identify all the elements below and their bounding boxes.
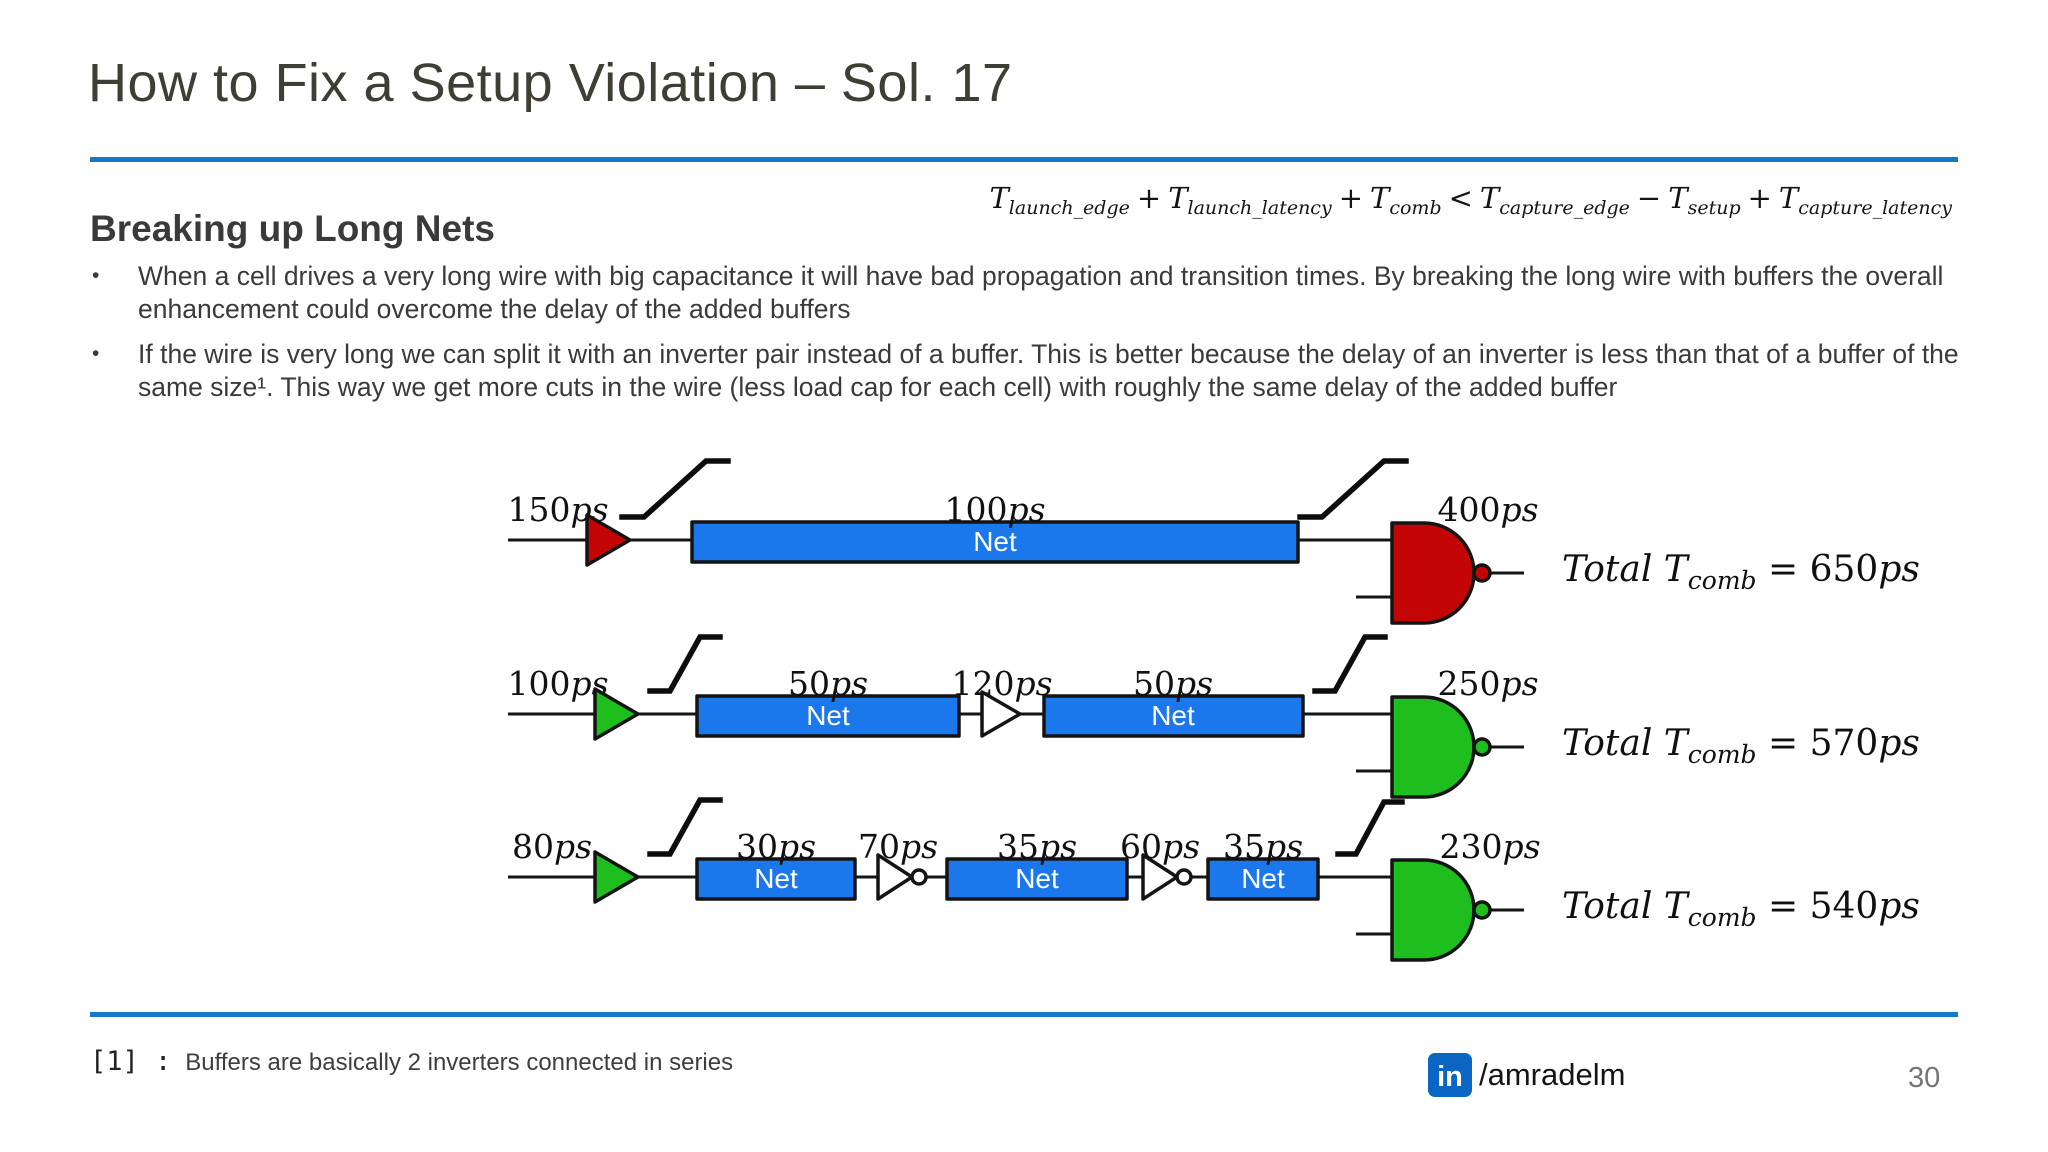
footnote-text: Buffers are basically 2 inverters connec… — [185, 1049, 734, 1076]
circuit-row-buffer-split: 100ps 50ps Net 120ps 50ps Net 250ps — [507, 634, 1539, 799]
slow-transition-icon — [1297, 458, 1409, 520]
slow-transition-icon — [619, 458, 731, 520]
inverter-delay-label: 70ps — [858, 827, 938, 866]
driver-delay-label: 150ps — [507, 490, 608, 529]
net-segment — [695, 694, 961, 738]
footnote-ref: [1] : — [90, 1046, 172, 1077]
inverter-bubble — [1175, 868, 1193, 886]
buffer-icon — [593, 850, 640, 904]
fast-transition-icon — [647, 634, 723, 694]
inverter-icon — [876, 853, 914, 901]
gate-delay-label: 230ps — [1439, 827, 1540, 866]
circuit-row-long-net: 150ps 100ps Net 400ps — [507, 458, 1539, 625]
total-tcomb-row3: Total Tcomb = 540ps — [1562, 886, 1920, 932]
buffer-icon — [593, 687, 640, 741]
bullet-text: When a cell drives a very long wire with… — [138, 261, 1944, 324]
net-delay-label: 35ps — [1223, 827, 1303, 866]
formula-term: Tlaunch_latency+ — [1168, 181, 1363, 219]
bottom-divider — [90, 1012, 1958, 1017]
buffer-icon — [585, 513, 632, 567]
net-label: Net — [973, 526, 1017, 557]
net-label: Net — [1241, 863, 1285, 894]
net-segment — [945, 857, 1129, 901]
inverter-bubble — [1472, 563, 1492, 583]
net-label: Net — [1015, 863, 1059, 894]
gate-delay-label: 400ps — [1437, 490, 1538, 529]
net-delay-label: 50ps — [788, 664, 868, 703]
linkedin-icon[interactable]: in — [1428, 1053, 1472, 1097]
page-number: 30 — [1908, 1062, 1941, 1094]
inverter-bubble — [1472, 737, 1492, 757]
total-tcomb-row2: Total Tcomb = 570ps — [1562, 723, 1920, 769]
fast-transition-icon — [647, 797, 723, 857]
inverter-bubble — [1472, 900, 1492, 920]
footnote: [1] : Buffers are basically 2 inverters … — [90, 1046, 733, 1077]
bullet-list: • When a cell drives a very long wire wi… — [92, 260, 1972, 416]
fast-transition-icon — [1312, 634, 1388, 694]
linkedin-handle[interactable]: /amradelm — [1479, 1057, 1626, 1092]
formula-term: Tsetup+ — [1668, 181, 1772, 219]
setup-timing-formula: Tlaunch_edge+Tlaunch_latency+Tcomb<Tcapt… — [989, 181, 1952, 219]
bullet-item: • When a cell drives a very long wire wi… — [92, 260, 1972, 325]
net-delay-label: 30ps — [736, 827, 816, 866]
bullet-marker: • — [92, 342, 100, 366]
bullet-text: If the wire is very long we can split it… — [138, 339, 1959, 402]
top-divider — [90, 157, 1958, 162]
section-heading: Breaking up Long Nets — [90, 208, 495, 249]
formula-term: Tlaunch_edge+ — [989, 181, 1162, 219]
total-tcomb-row1: Total Tcomb = 650ps — [1562, 549, 1920, 595]
net-delay-label: 100ps — [944, 490, 1045, 529]
circuit-row-inverter-split: 80ps 30ps Net 70ps 35ps Net 60ps 35ps Ne… — [508, 797, 1540, 962]
buffer-delay-label: 120ps — [951, 664, 1052, 703]
formula-term: Tcapture_edge− — [1479, 181, 1662, 219]
formula-term: Tcapture_latency — [1778, 181, 1952, 219]
formula-term: Tcomb< — [1370, 181, 1473, 219]
net-label: Net — [1151, 700, 1195, 731]
linkedin-link[interactable]: in /amradelm — [1428, 1053, 1625, 1097]
net-segment — [1206, 857, 1320, 901]
driver-delay-label: 80ps — [512, 827, 592, 866]
net-delay-label: 35ps — [997, 827, 1077, 866]
net-delay-label: 50ps — [1133, 664, 1213, 703]
buffer-icon — [980, 690, 1022, 738]
nand-gate-icon — [1390, 858, 1476, 962]
fast-transition-icon — [1335, 799, 1405, 857]
bullet-item: • If the wire is very long we can split … — [92, 338, 1972, 403]
inverter-icon — [1141, 853, 1179, 901]
net-label: Net — [806, 700, 850, 731]
net-segment — [695, 857, 857, 901]
net-segment — [690, 520, 1300, 564]
inverter-delay-label: 60ps — [1120, 827, 1200, 866]
page-title: How to Fix a Setup Violation – Sol. 17 — [88, 53, 1013, 113]
inverter-bubble — [910, 868, 928, 886]
gate-delay-label: 250ps — [1437, 664, 1538, 703]
net-segment — [1042, 694, 1305, 738]
net-label: Net — [754, 863, 798, 894]
bullet-marker: • — [92, 264, 100, 287]
